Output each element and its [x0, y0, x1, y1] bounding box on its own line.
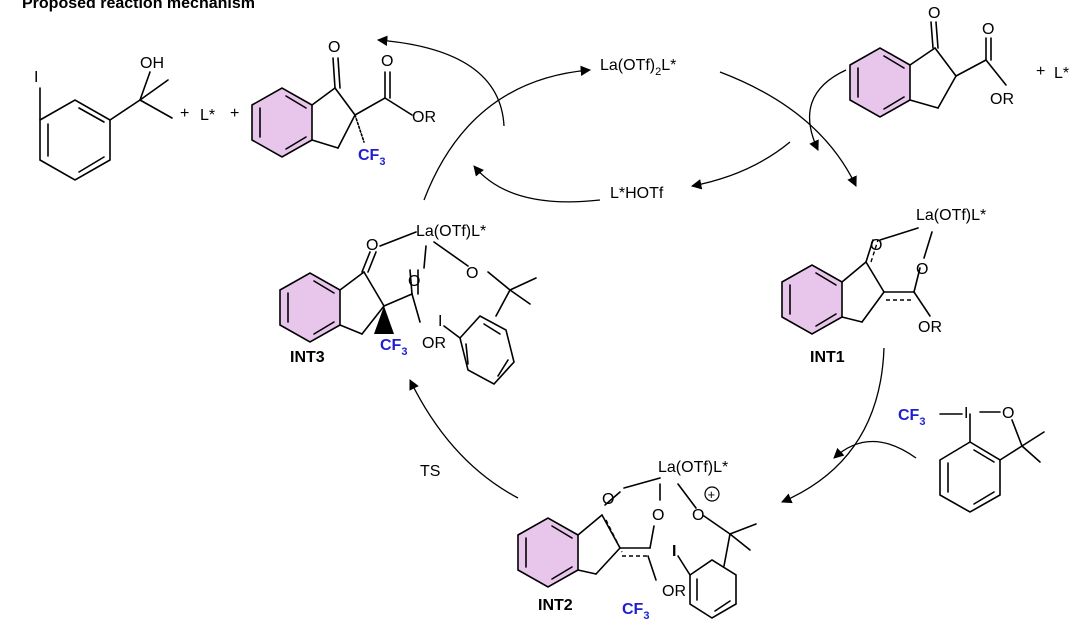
arrow-lhotf-back	[473, 165, 601, 203]
l-hotf-label: L*HOTf	[610, 185, 664, 202]
int3-label: INT3	[290, 349, 325, 366]
o-label-togni: O	[1002, 405, 1014, 422]
o-label-int3-1: O	[366, 237, 378, 254]
product-indanone	[251, 57, 413, 158]
ts-label: TS	[420, 463, 440, 480]
iodophenyl-alcohol	[39, 71, 173, 181]
o-label-int3-2: O	[408, 273, 420, 290]
arrow-int1-to-int2	[781, 347, 885, 504]
catalyst-label: La(OTf)2L*	[600, 57, 676, 78]
togni-reagent	[939, 411, 1045, 513]
o-label-int2-2: O	[652, 507, 664, 524]
int1-structure	[781, 227, 933, 335]
oxonium-plus-badge	[704, 486, 720, 502]
int3-structure	[279, 231, 537, 386]
iodo-label-1: I	[34, 69, 38, 86]
o-label-start-1: O	[928, 5, 940, 22]
int2-label: INT2	[538, 597, 573, 614]
int1-label: INT1	[810, 349, 845, 366]
arrow-product-release	[376, 35, 505, 127]
l-star-label-1: L*	[200, 107, 215, 124]
plus-sign-3: +	[1036, 63, 1045, 80]
iodo-label-togni: I	[964, 405, 968, 422]
o-label-int2-1: O	[602, 491, 614, 508]
int3-la-label: La(OTf)L*	[416, 223, 486, 240]
cf3-label-prod: CF3	[358, 147, 385, 168]
arrow-togni-into-cycle	[833, 440, 917, 459]
arrow-start-into-cycle	[809, 69, 847, 151]
diagram-title: Proposed reaction mechanism	[22, 0, 255, 12]
int2-la-label: La(OTf)L*	[658, 459, 728, 476]
or-label-start: OR	[990, 91, 1014, 108]
or-label-int3: OR	[422, 335, 446, 352]
arrow-cat-to-int1	[719, 71, 857, 187]
int3-wedge	[374, 306, 394, 334]
int2-structure	[517, 477, 757, 619]
int1-la-label: La(OTf)L*	[916, 207, 986, 224]
arrow-int3-to-cat	[423, 65, 592, 201]
cf3-label-int3: CF3	[380, 337, 407, 358]
oh-label: OH	[140, 55, 164, 72]
o-label-int2-3: O	[692, 507, 704, 524]
or-label-int1: OR	[918, 319, 942, 336]
l-star-label-2: L*	[1054, 65, 1069, 82]
o-label-start-2: O	[982, 21, 994, 38]
o-label-prod-2: O	[381, 53, 393, 70]
oxonium-plus-sign: +	[708, 487, 716, 502]
or-label-int2: OR	[662, 583, 686, 600]
o-label-int3-3: O	[466, 265, 478, 282]
o-label-prod-1: O	[328, 39, 340, 56]
cf3-label-togni: CF3	[898, 407, 925, 428]
plus-sign-1: +	[180, 105, 189, 122]
o-label-int1-2: O	[916, 261, 928, 278]
plus-sign-2: +	[230, 105, 239, 122]
indanone-ester-start	[849, 21, 1007, 118]
cf3-label-int2: CF3	[622, 601, 649, 622]
iodo-label-int3: I	[438, 313, 442, 330]
iodo-label-int2: I	[672, 543, 676, 560]
arrow-int2-to-int3	[409, 379, 519, 499]
arrow-release-lhotf	[690, 141, 791, 190]
or-label-prod: OR	[412, 109, 436, 126]
o-label-int1-1: O	[870, 237, 882, 254]
